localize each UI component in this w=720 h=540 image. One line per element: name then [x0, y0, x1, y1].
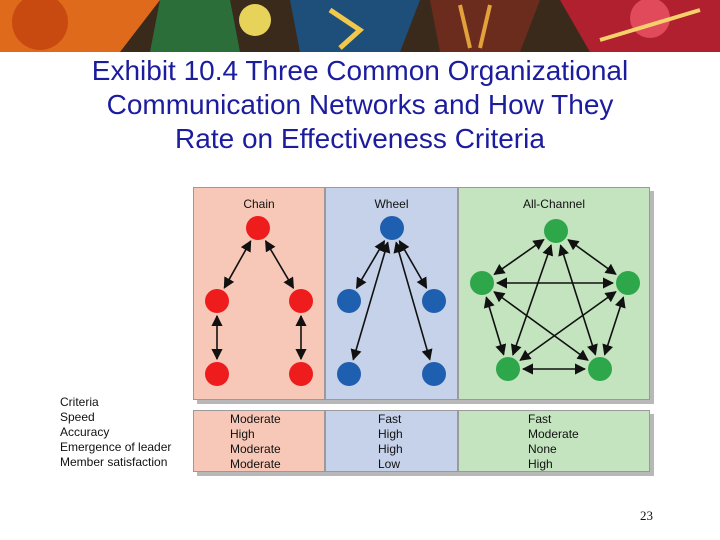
- chain-node-1: [246, 216, 270, 240]
- chain-edge-1: [223, 240, 252, 289]
- wheel-speed: Fast: [378, 412, 402, 426]
- all-channel-edge-7: [493, 291, 589, 361]
- all-channel-ratings-panel: [458, 410, 650, 472]
- all-channel-leader: None: [528, 442, 557, 456]
- all-channel-node-3: [616, 271, 640, 295]
- wheel-node-5: [422, 362, 446, 386]
- chain-leader: Moderate: [230, 442, 281, 456]
- all-channel-edge-8: [519, 291, 617, 361]
- wheel-accuracy: High: [378, 427, 403, 441]
- chain-node-4: [205, 362, 229, 386]
- wheel-edge-4: [393, 241, 433, 361]
- all-channel-satisfaction: High: [528, 457, 553, 471]
- decorative-banner: [0, 0, 720, 52]
- all-channel-accuracy: Moderate: [528, 427, 579, 441]
- wheel-node-4: [337, 362, 361, 386]
- chain-ratings-panel: [193, 410, 325, 472]
- wheel-edge-2: [398, 240, 428, 289]
- all-channel-edge-4: [558, 244, 598, 356]
- chain-accuracy: High: [230, 427, 255, 441]
- chain-heading: Chain: [243, 197, 275, 211]
- slide-title: Exhibit 10.4 Three Common Organizational…: [20, 54, 700, 156]
- all-channel-edge-9: [602, 296, 626, 356]
- wheel-heading: Wheel: [374, 197, 409, 211]
- network-edges: [211, 238, 626, 375]
- wheel-edge-1: [355, 239, 386, 290]
- criteria-emergence-of-leader: Emergence of leader: [60, 440, 172, 454]
- wheel-ratings-panel: [325, 410, 458, 472]
- wheel-leader: High: [378, 442, 403, 456]
- criteria-member-satisfaction: Member satisfaction: [60, 455, 168, 469]
- all-channel-edge-1: [493, 238, 545, 276]
- chain-ratings: Moderate High Moderate Moderate: [230, 412, 281, 472]
- chain-node-3: [289, 289, 313, 313]
- all-channel-ratings: Fast Moderate None High: [528, 412, 579, 472]
- wheel-edge-3: [350, 241, 391, 361]
- all-channel-node-4: [496, 357, 520, 381]
- wheel-ratings: Fast High High Low: [378, 412, 403, 472]
- all-channel-edge-3: [510, 244, 554, 356]
- all-channel-edge-2: [567, 239, 617, 275]
- all-channel-edge-6: [483, 296, 507, 356]
- title-line-2: Communication Networks and How They: [106, 89, 614, 120]
- chain-node-2: [205, 289, 229, 313]
- chain-node-5: [289, 362, 313, 386]
- all-channel-speed: Fast: [528, 412, 552, 426]
- wheel-node-1: [380, 216, 404, 240]
- all-channel-heading: All-Channel: [522, 197, 586, 211]
- network-nodes: [205, 216, 640, 386]
- wheel-satisfaction: Low: [378, 457, 401, 471]
- title-line-3: Rate on Effectiveness Criteria: [175, 123, 545, 154]
- chain-speed: Moderate: [230, 412, 281, 426]
- criteria-speed: Speed: [60, 410, 95, 424]
- title-line-1: Exhibit 10.4 Three Common Organizational: [91, 55, 629, 86]
- chain-satisfaction: Moderate: [230, 457, 281, 471]
- all-channel-node-5: [588, 357, 612, 381]
- criteria-heading: Criteria: [60, 395, 99, 409]
- wheel-node-2: [337, 289, 361, 313]
- all-channel-node-1: [544, 219, 568, 243]
- criteria-accuracy: Accuracy: [60, 425, 110, 439]
- criteria-list: Criteria Speed Accuracy Emergence of lea…: [60, 395, 171, 470]
- all-channel-node-2: [470, 271, 494, 295]
- chain-edge-2: [264, 239, 295, 290]
- wheel-node-3: [422, 289, 446, 313]
- page-number: 23: [640, 508, 653, 523]
